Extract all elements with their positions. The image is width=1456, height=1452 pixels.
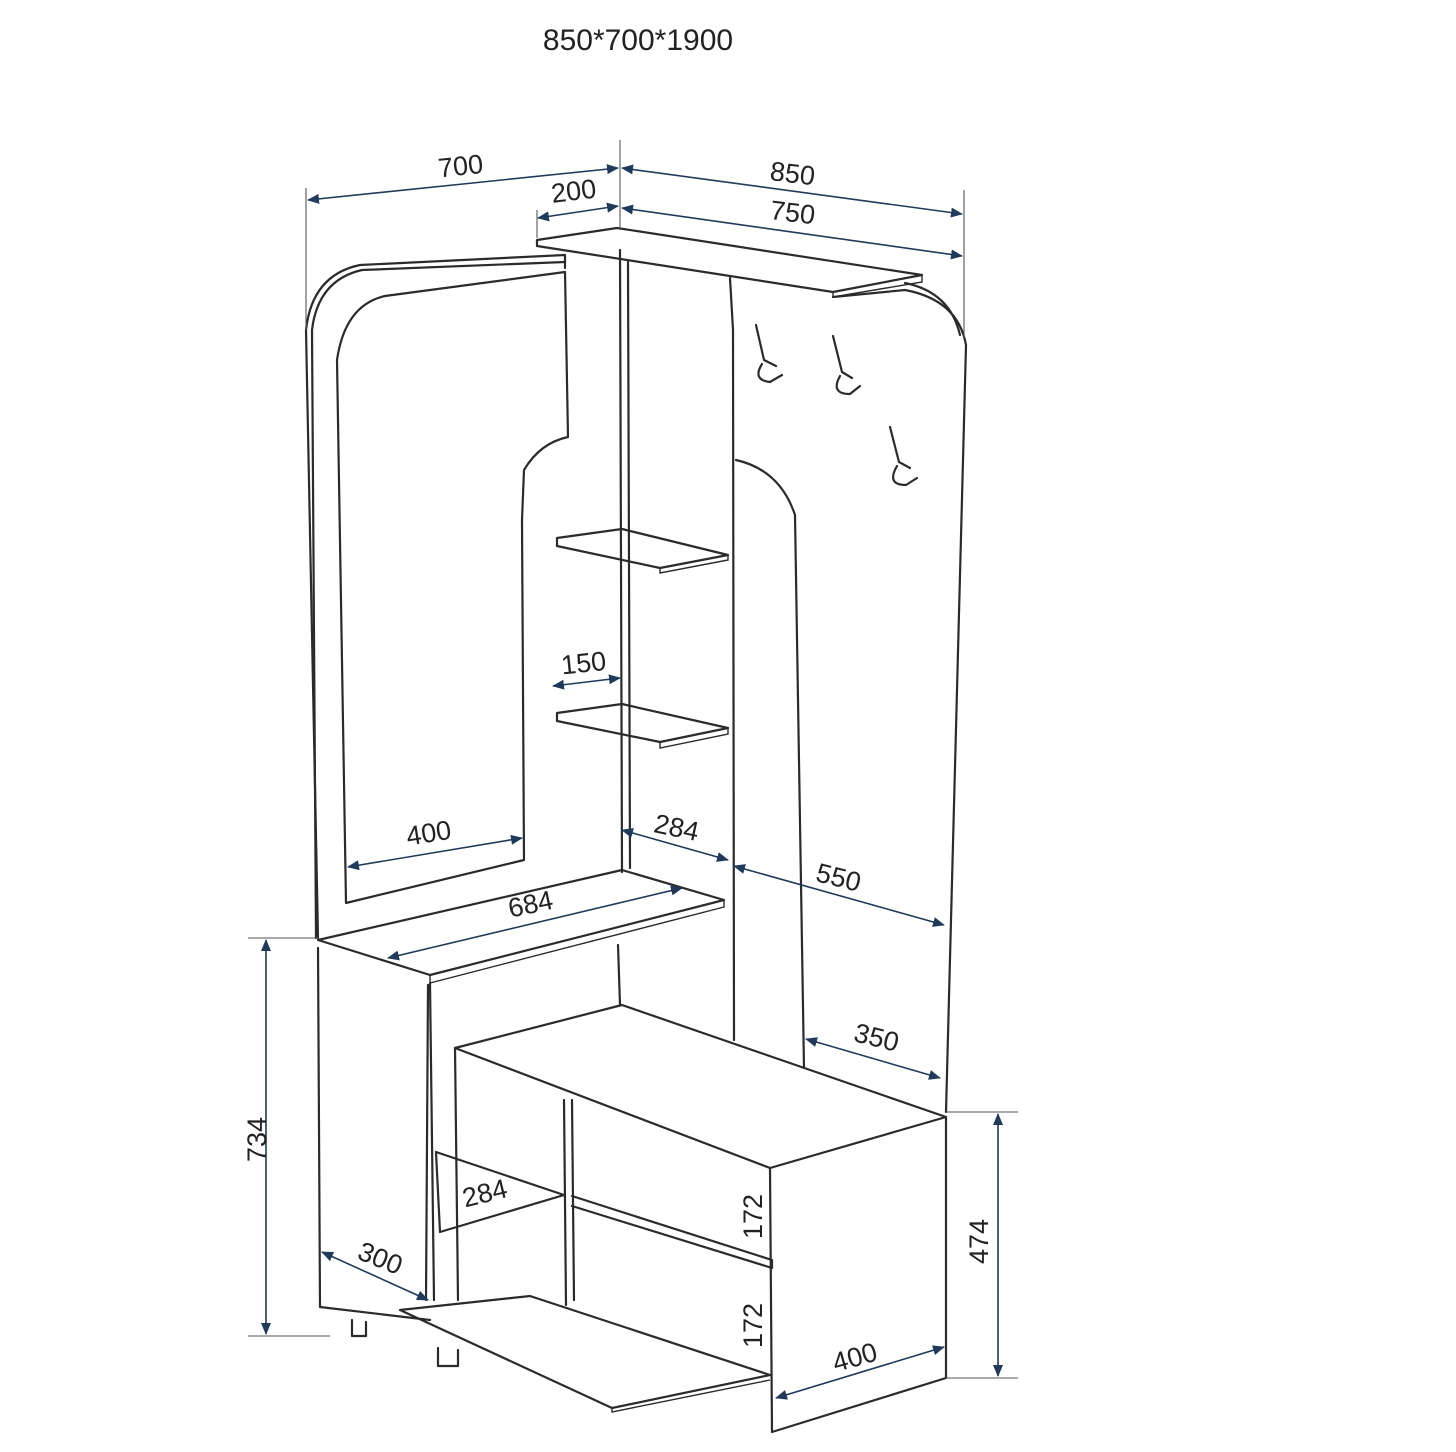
dim-compartment-lower: 172: [738, 1303, 768, 1348]
dim-inner-shelf: 284: [459, 1173, 510, 1213]
dim-cabinet-depth: 300: [354, 1236, 407, 1281]
coat-hook-2-icon: [831, 334, 862, 396]
dim-shelf-width: 750: [768, 195, 816, 230]
dimension-arrows: [261, 164, 1003, 1400]
dim-right-panel: 550: [813, 858, 864, 898]
dim-left-height: 734: [242, 1117, 272, 1162]
furniture-outline: [304, 226, 968, 1434]
dim-desk-length: 684: [505, 885, 555, 924]
dim-compartment-upper: 172: [738, 1194, 768, 1239]
dim-top-offset: 200: [549, 174, 597, 209]
dim-bench-front: 400: [829, 1337, 881, 1378]
dim-top-width: 850: [768, 156, 816, 191]
coat-hook-1-icon: [754, 323, 784, 384]
product-dimensions-title: 850*700*1900: [542, 24, 734, 57]
dim-bench-height: 474: [964, 1219, 994, 1264]
coat-hook-3-icon: [888, 425, 919, 487]
extension-lines: [248, 140, 1018, 1379]
dimension-labels: 700 200 850 750 150 400 284 550 684 350 …: [242, 149, 994, 1378]
dim-top-left-depth: 700: [437, 149, 485, 184]
dim-mirror-width: 400: [404, 815, 453, 852]
dim-small-shelf: 150: [560, 646, 608, 681]
dim-bench-depth: 350: [851, 1018, 902, 1058]
